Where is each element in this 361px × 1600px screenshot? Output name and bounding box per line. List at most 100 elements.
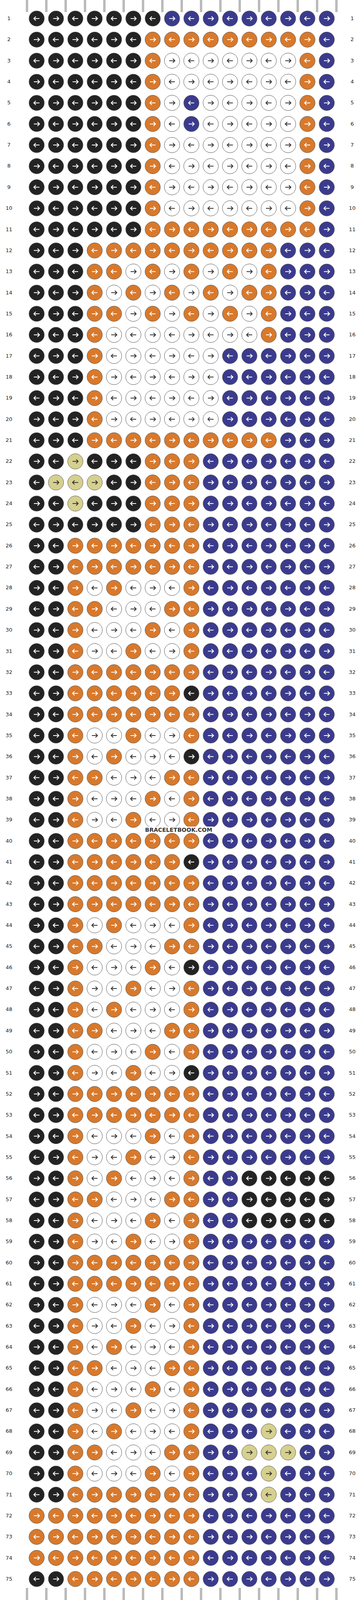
- knot-arrow: [227, 185, 233, 190]
- knot: [261, 1044, 277, 1060]
- knot: [261, 917, 277, 934]
- knot-arrow: [169, 269, 175, 274]
- knot-arrow: [207, 607, 214, 612]
- knot: [145, 854, 161, 870]
- knot-arrow: [285, 1176, 291, 1181]
- knot: [319, 306, 335, 322]
- knot: [241, 369, 258, 385]
- knot-arrow: [285, 311, 291, 316]
- knot-arrow: [33, 438, 40, 443]
- knot: [164, 95, 180, 111]
- string-end: [199, 0, 203, 13]
- knot-arrow: [265, 1029, 272, 1034]
- knot-arrow: [169, 923, 175, 928]
- knot: [299, 812, 316, 828]
- knot-arrow: [169, 607, 175, 612]
- knot-arrow: [33, 37, 40, 42]
- knot-arrow: [72, 1029, 79, 1034]
- knot: [145, 158, 161, 174]
- knot-arrow: [72, 944, 79, 949]
- knot-arrow: [246, 712, 253, 717]
- knot: [299, 74, 316, 90]
- knot: [29, 791, 45, 807]
- knot: [67, 369, 83, 385]
- knot: [261, 875, 277, 891]
- knot-arrow: [207, 16, 214, 21]
- knot: [48, 1002, 64, 1018]
- knot-arrow: [130, 206, 137, 211]
- knot-arrow: [265, 143, 272, 148]
- knot-arrow: [304, 1071, 311, 1076]
- knot-arrow: [323, 1218, 330, 1223]
- knot: [241, 1234, 258, 1250]
- knot-arrow: [304, 1218, 311, 1223]
- knot-arrow: [227, 501, 233, 506]
- knot-arrow: [304, 881, 311, 886]
- knot: [280, 833, 296, 849]
- knot-arrow: [53, 248, 59, 253]
- knot-arrow: [149, 16, 156, 21]
- knot: [48, 812, 64, 828]
- knot-arrow: [207, 986, 214, 991]
- knot-arrow: [33, 375, 40, 380]
- knot: [125, 1255, 142, 1271]
- knot-arrow: [33, 16, 40, 21]
- knot: [106, 812, 122, 828]
- knot-arrow: [33, 775, 40, 781]
- knot-arrow: [207, 817, 214, 822]
- knot: [48, 1297, 64, 1313]
- knot: [261, 622, 277, 638]
- knot-arrow: [111, 16, 117, 21]
- knot: [87, 812, 103, 828]
- knot: [145, 1234, 161, 1250]
- knot: [280, 1086, 296, 1102]
- knot: [319, 1107, 335, 1123]
- knot: [29, 538, 45, 554]
- string-end: [83, 1588, 87, 1600]
- knot-arrow: [227, 396, 233, 401]
- knot-arrow: [323, 691, 330, 696]
- knot-arrow: [265, 986, 272, 991]
- knot: [87, 432, 103, 449]
- knot-arrow: [130, 227, 137, 232]
- knot: [67, 31, 83, 48]
- knot: [280, 917, 296, 934]
- knot: [67, 1002, 83, 1018]
- knot-arrow: [33, 122, 40, 127]
- knot-arrow: [130, 438, 137, 443]
- knot: [280, 1234, 296, 1250]
- knot-arrow: [72, 881, 79, 886]
- knot-arrow: [111, 564, 117, 569]
- knot: [48, 242, 64, 259]
- knot-arrow: [91, 1071, 98, 1076]
- knot-arrow: [53, 754, 59, 759]
- knot: [145, 1149, 161, 1166]
- knot: [222, 643, 238, 660]
- knot-arrow: [33, 459, 40, 464]
- knot: [183, 74, 200, 90]
- knot: [87, 580, 103, 596]
- knot: [280, 263, 296, 280]
- knot: [164, 475, 180, 491]
- knot-arrow: [323, 311, 330, 316]
- knot: [29, 833, 45, 849]
- knot-arrow: [53, 649, 59, 654]
- knot-arrow: [265, 16, 272, 21]
- knot: [222, 390, 238, 406]
- knot: [222, 1234, 238, 1250]
- knot: [87, 1128, 103, 1145]
- knot-arrow: [207, 1007, 214, 1012]
- knot: [319, 1044, 335, 1060]
- knot-arrow: [323, 817, 330, 822]
- knot: [106, 31, 122, 48]
- knot-arrow: [130, 986, 137, 991]
- knot-arrow: [246, 143, 253, 148]
- knot-arrow: [33, 185, 40, 190]
- knot: [319, 31, 335, 48]
- knot: [106, 1128, 122, 1145]
- knot: [203, 1213, 219, 1229]
- knot: [125, 116, 142, 132]
- knot: [241, 1170, 258, 1187]
- knot-arrow: [265, 185, 272, 190]
- knot-arrow: [91, 585, 98, 590]
